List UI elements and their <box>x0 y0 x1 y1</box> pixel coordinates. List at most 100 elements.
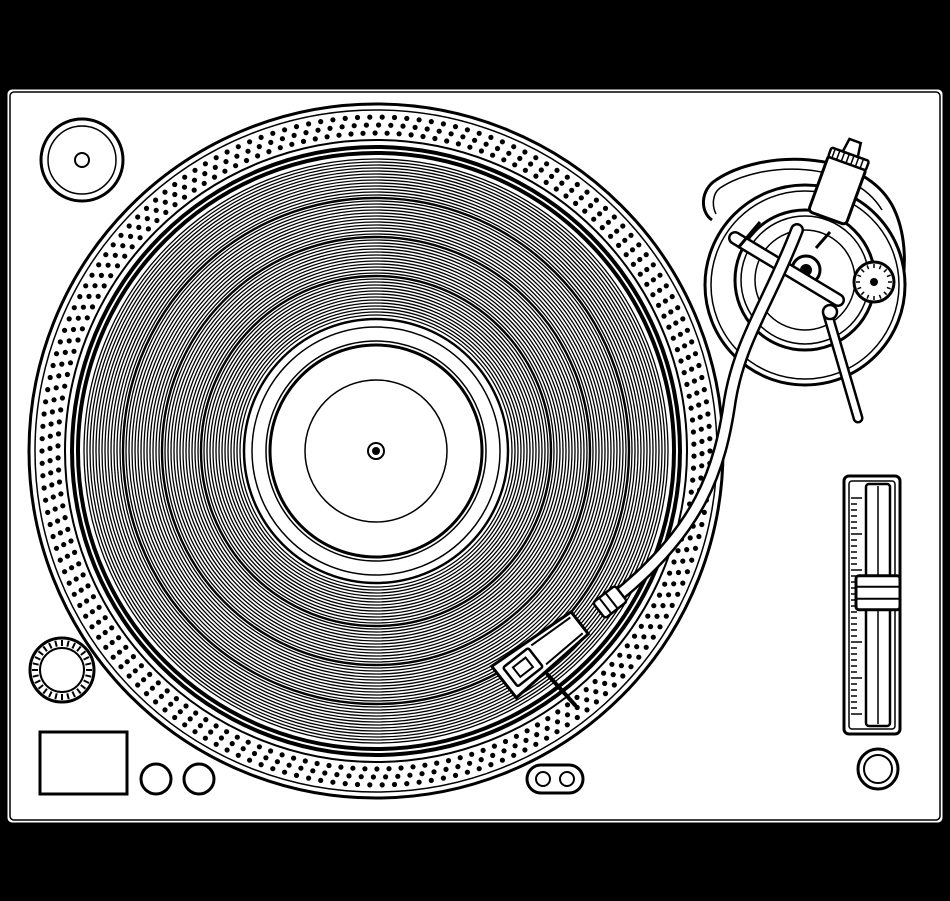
strobe-dot <box>201 180 207 186</box>
strobe-dot <box>478 148 484 154</box>
strobe-dot <box>212 164 218 170</box>
strobe-dot <box>143 205 150 211</box>
strobe-dot <box>73 576 79 582</box>
strobe-dot <box>383 774 389 780</box>
turntable-base-inner-border <box>9 91 941 821</box>
pitch-reset-icon[interactable] <box>525 763 585 795</box>
strobe-dot <box>245 739 251 745</box>
strobe-dot <box>191 177 198 183</box>
strobe-dot <box>706 423 712 429</box>
strobe-dot <box>182 174 188 180</box>
strobe-dot <box>490 152 496 158</box>
headshell-icon[interactable] <box>489 607 592 707</box>
strobe-dot <box>398 765 404 771</box>
groove <box>160 235 592 667</box>
groove <box>92 167 660 735</box>
strobe-light-icon[interactable] <box>39 117 125 203</box>
strobe-dot <box>70 326 77 333</box>
strobe-dot <box>372 130 378 136</box>
strobe-dot <box>52 506 58 512</box>
strobe-dot <box>76 561 82 567</box>
strobe-dot <box>62 349 68 355</box>
target-light-icon[interactable] <box>856 747 900 791</box>
strobe-dot <box>69 565 75 571</box>
strobe-dot <box>233 163 239 169</box>
strobe-dot <box>564 712 571 718</box>
strobe-dot <box>444 138 450 144</box>
strobe-dot <box>109 625 115 631</box>
groove <box>113 188 639 714</box>
strobe-dot <box>629 247 636 253</box>
strobe-dot <box>136 224 142 230</box>
strobe-dot <box>147 671 153 678</box>
strobe-dot <box>564 702 571 708</box>
tonearm[interactable] <box>592 223 804 619</box>
strobe-dot <box>56 373 62 379</box>
strobe-dot <box>50 494 56 500</box>
strobe-dot <box>135 682 141 688</box>
strobe-dot <box>420 133 426 140</box>
groove <box>121 196 631 706</box>
strobe-dot <box>75 337 81 343</box>
pitch-slider-handle[interactable] <box>854 574 902 612</box>
arm-lift-lever[interactable] <box>821 303 864 424</box>
counterweight-icon[interactable] <box>807 134 874 226</box>
vinyl-record[interactable] <box>70 145 682 757</box>
strobe-dot <box>668 309 674 315</box>
strobe-dot <box>663 283 669 289</box>
strobe-dot <box>499 757 505 763</box>
strobe-dot <box>143 691 150 697</box>
strobe-dot <box>656 592 663 598</box>
strobe-dot <box>650 634 656 640</box>
strobe-dot <box>455 141 461 147</box>
strobe-dot <box>464 127 470 133</box>
strobe-dot <box>153 207 159 213</box>
strobe-dot <box>235 144 241 150</box>
strobe-dot <box>597 211 603 217</box>
groove <box>119 194 633 708</box>
strobe-dot <box>682 343 688 349</box>
groove <box>209 284 543 618</box>
strobe-dot <box>67 360 74 366</box>
strobe-dot <box>192 729 198 735</box>
strobe-dot <box>388 122 394 128</box>
strobe-dot <box>703 399 710 405</box>
strobe-dot <box>611 214 617 220</box>
pitch-slider[interactable] <box>842 474 902 736</box>
strobe-dot <box>460 134 466 140</box>
strobe-dot <box>187 716 193 722</box>
strobe-dot <box>651 603 657 609</box>
strobe-dot <box>517 155 523 161</box>
strobe-dot <box>103 252 109 258</box>
strobe-dot <box>338 764 344 770</box>
strobe-dot <box>64 371 70 378</box>
start-stop-button[interactable] <box>38 730 129 796</box>
strobe-dot <box>80 572 86 578</box>
strobe-dot <box>528 161 534 167</box>
strobe-dot <box>55 518 61 524</box>
strobe-dot <box>50 533 56 540</box>
groove <box>173 248 579 654</box>
strobe-dot <box>650 292 656 298</box>
strobe-dot <box>675 548 681 554</box>
speed-33-button[interactable] <box>139 762 173 796</box>
strobe-dot <box>384 130 390 136</box>
strobe-dot <box>43 497 49 503</box>
groove <box>134 209 618 693</box>
power-knob-icon[interactable] <box>28 636 96 704</box>
groove <box>101 176 651 726</box>
strobe-dot <box>96 604 102 610</box>
strobe-dot <box>618 663 625 669</box>
strobe-dot <box>298 765 304 771</box>
strobe-dot <box>513 733 520 739</box>
strobe-dot <box>59 395 65 401</box>
strobe-dot <box>631 633 638 639</box>
groove <box>110 185 642 717</box>
strobe-dot <box>83 613 89 619</box>
strobe-dot <box>538 167 544 173</box>
anti-skate-dial-icon[interactable] <box>852 260 896 304</box>
strobe-dot <box>669 294 675 300</box>
strobe-dot <box>416 117 422 123</box>
strobe-dot <box>118 232 124 238</box>
speed-45-button[interactable] <box>182 762 216 796</box>
